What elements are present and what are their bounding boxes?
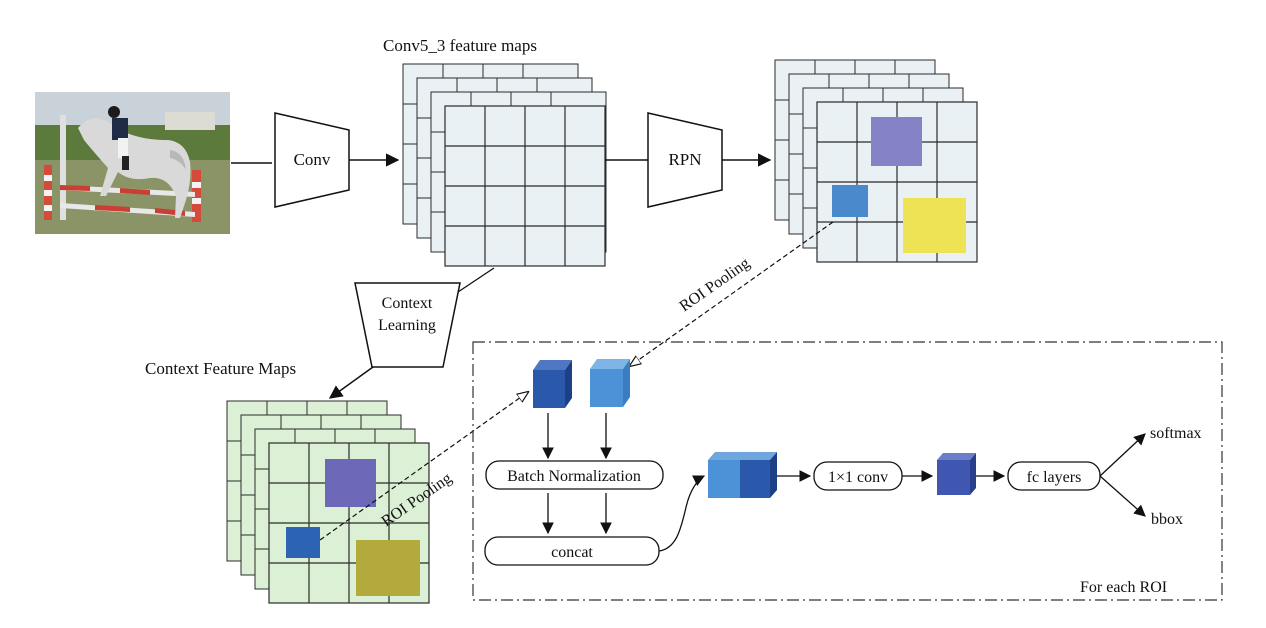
roi-box-purple [871,117,922,166]
roi-pooling-bottom-arrow [319,392,528,541]
conv1x1-label: 1×1 conv [828,469,888,486]
roi-box-blue [832,185,868,217]
reduced-feature-cube [937,453,976,495]
context-roi-olive [356,540,420,596]
context-feature-maps-title: Context Feature Maps [145,359,296,378]
concatenated-feature-cube [708,452,777,498]
conv1x1-block: 1×1 conv [813,461,903,491]
roi-pooling-top-arrow [630,221,834,366]
concat-label: concat [551,544,593,561]
batch-normalization-label: Batch Normalization [507,468,641,485]
context-learning-block: Context Learning [354,282,461,368]
fc-layers-label: fc layers [1027,469,1082,486]
conv5-3-feature-stack [402,63,607,267]
per-roi-frame [472,341,1223,601]
for-each-roi-label: For each ROI [1080,579,1167,596]
rpn-block: RPN [647,112,723,208]
arrow-context-to-maps [328,366,374,399]
concat-block: concat [484,536,660,566]
context-roi-blue [286,527,320,558]
pooled-roi-cube [590,359,630,407]
roi-box-yellow [903,198,966,253]
fc-layers-block: fc layers [1007,461,1101,491]
input-photo [35,92,230,234]
bbox-label: bbox [1151,511,1183,528]
link-features-to-context [457,267,495,293]
pooled-context-cube [533,360,572,408]
proposal-feature-stack [774,59,978,263]
conv-block: Conv [274,112,350,208]
rpn-label: RPN [668,150,701,169]
arrow-concat-to-cube [658,475,706,552]
context-learning-label-line2: Learning [378,317,436,334]
context-feature-stack [226,400,430,604]
batch-normalization-block: Batch Normalization [485,460,664,490]
conv-label: Conv [294,150,331,169]
arrow-fc-to-softmax [1099,433,1146,477]
context-roi-purple [325,459,376,507]
arrow-fc-to-bbox [1099,475,1146,517]
conv5-3-title: Conv5_3 feature maps [383,36,537,55]
feature-map-layer-front [444,105,606,267]
softmax-label: softmax [1150,425,1202,442]
context-learning-label-line1: Context [382,295,433,312]
